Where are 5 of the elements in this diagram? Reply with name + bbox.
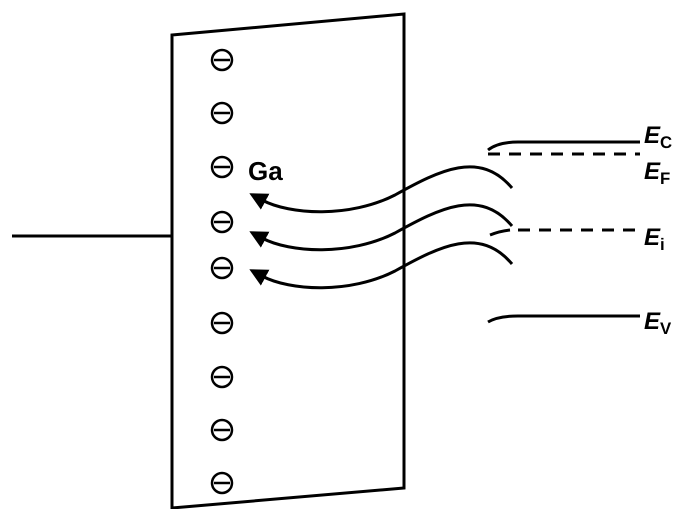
energy-level-label: E$_{i}$ — [644, 226, 665, 254]
energy-level-label: E$_{F}$ — [644, 160, 670, 188]
element-label: Ga — [248, 158, 283, 184]
energy-level-label: E$_{C}$ — [644, 124, 672, 152]
energy-level-label: E$_{V}$ — [644, 310, 672, 338]
